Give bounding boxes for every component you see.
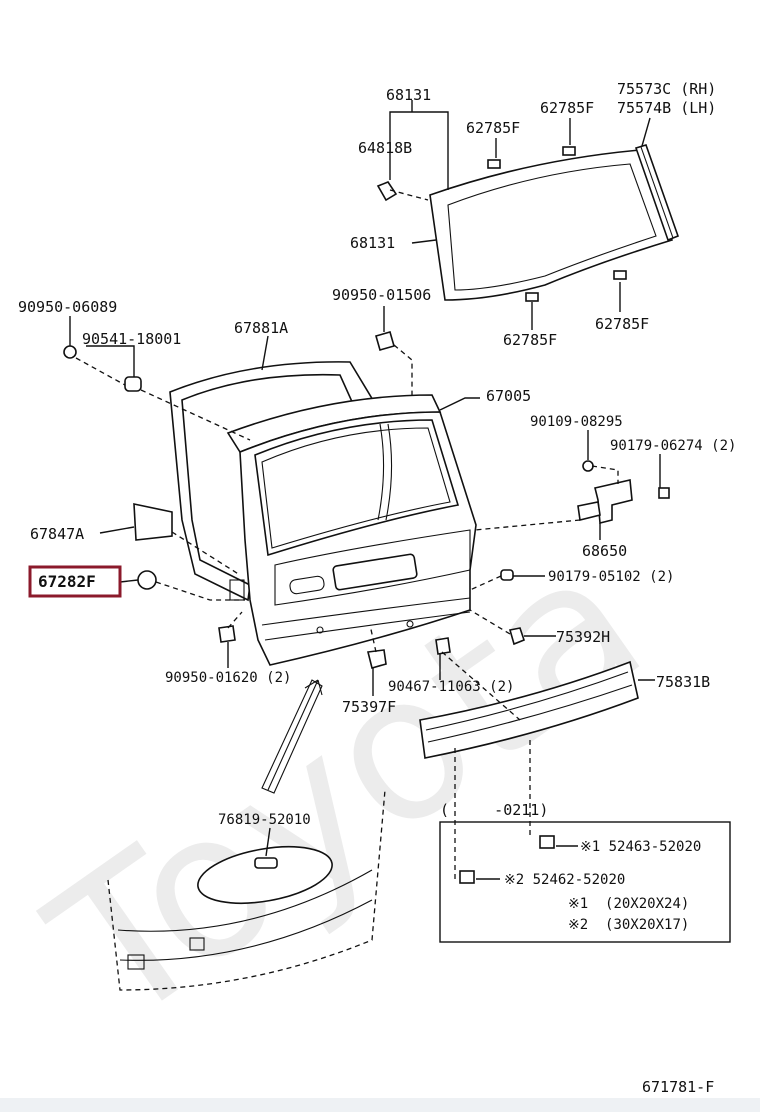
inset-period: ( -0211) — [440, 801, 548, 819]
inset-item-1: ※1 52463-52020 — [580, 839, 701, 855]
label-64818B: 64818B — [358, 139, 412, 157]
label-90950-06089: 90950-06089 — [18, 298, 117, 316]
garnish-75831B — [419, 660, 639, 759]
highlighted-part[interactable]: 67282F — [28, 565, 122, 598]
label-62785F-b: 62785F — [540, 99, 594, 117]
pad-67847A — [133, 503, 173, 541]
inset-note-2: ※2 (30X20X17) — [568, 917, 689, 933]
label-90467-11063: 90467-11063 (2) — [388, 679, 514, 695]
back-glass — [429, 144, 680, 301]
glass-clips — [376, 146, 627, 302]
label-75831B: 75831B — [656, 673, 710, 691]
label-76819-52010: 76819-52010 — [218, 812, 311, 828]
inset-note-1: ※1 (20X20X24) — [568, 896, 689, 912]
label-75574B: 75574B (LH) — [617, 99, 716, 117]
label-90950-01506: 90950-01506 — [332, 286, 431, 304]
inset-labels: ( -0211) ※1 52463-52020 ※2 52462-52020 ※… — [440, 801, 701, 933]
label-68131-mid: 68131 — [350, 234, 395, 252]
diagram-code: 671781-F — [642, 1078, 714, 1096]
label-90541-18001: 90541-18001 — [82, 330, 181, 348]
label-67282F[interactable]: 67282F — [38, 572, 96, 591]
inset-item-2: ※2 52462-52020 — [504, 872, 625, 888]
label-62785F-d: 62785F — [595, 315, 649, 333]
hinge-68650 — [577, 460, 670, 525]
label-67005: 67005 — [486, 387, 531, 405]
label-62785F-c: 62785F — [503, 331, 557, 349]
label-90950-01620: 90950-01620 (2) — [165, 670, 291, 686]
bottom-band — [0, 1098, 760, 1112]
label-90179-05102: 90179-05102 (2) — [548, 569, 674, 585]
label-75573C: 75573C (RH) — [617, 80, 716, 98]
label-75397F: 75397F — [342, 698, 396, 716]
part-labels: 68131 64818B 62785F 62785F 75573C (RH) 7… — [18, 80, 736, 828]
label-90179-06274: 90179-06274 (2) — [610, 438, 736, 454]
direction-arrow — [267, 679, 323, 791]
inset-box — [439, 821, 731, 943]
vehicle-rear-sketch — [107, 789, 386, 991]
label-67847A: 67847A — [30, 525, 84, 543]
label-67881A: 67881A — [234, 319, 288, 337]
label-68131-top: 68131 — [386, 86, 431, 104]
highlight-box — [28, 565, 122, 598]
label-68650: 68650 — [582, 542, 627, 560]
back-door — [169, 361, 477, 666]
label-75392H: 75392H — [556, 628, 610, 646]
leader-lines — [69, 100, 661, 880]
label-90109-08295: 90109-08295 — [530, 414, 623, 430]
label-62785F-a: 62785F — [466, 119, 520, 137]
